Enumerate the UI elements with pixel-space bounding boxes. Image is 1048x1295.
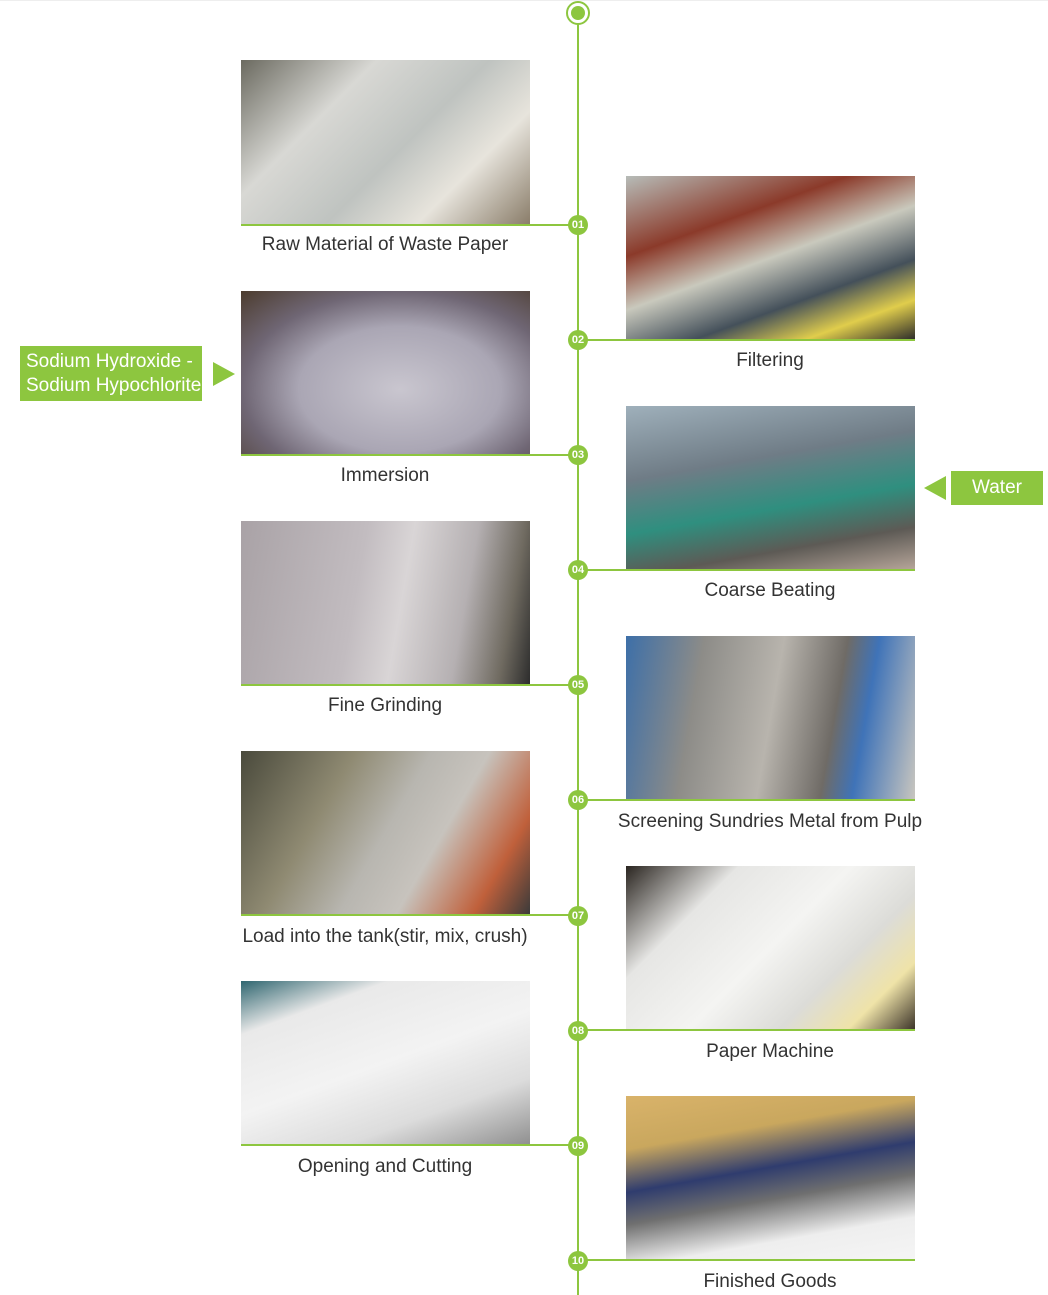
step-caption: Immersion	[340, 465, 430, 486]
connector-line	[241, 1144, 578, 1146]
timeline-spine	[577, 22, 579, 1295]
connector-line	[241, 914, 578, 916]
photo-immersion	[241, 291, 530, 455]
connector-line	[241, 224, 578, 226]
connector-line	[241, 684, 578, 686]
connector-line	[578, 1029, 915, 1031]
step-caption: Paper Machine	[706, 1041, 834, 1062]
step-caption: Finished Goods	[703, 1271, 837, 1292]
step-badge: 05	[568, 675, 588, 695]
top-divider	[0, 0, 1048, 1]
arrow-right-icon	[213, 362, 235, 386]
step-badge: 07	[568, 906, 588, 926]
connector-line	[578, 339, 915, 341]
step-caption: Opening and Cutting	[297, 1156, 473, 1177]
step-caption: Raw Material of Waste Paper	[261, 234, 509, 255]
input-tag-chemicals: Sodium Hydroxide - Sodium Hypochlorite	[20, 346, 202, 401]
step-caption: Screening Sundries Metal from Pulp	[617, 811, 923, 832]
photo-opening-cutting	[241, 981, 530, 1145]
photo-filtering	[626, 176, 915, 340]
step-caption: Load into the tank(stir, mix, crush)	[242, 926, 528, 947]
photo-raw-material	[241, 60, 530, 224]
arrow-left-icon	[924, 476, 946, 500]
step-badge: 09	[568, 1136, 588, 1156]
photo-fine-grinding	[241, 521, 530, 685]
connector-line	[578, 799, 915, 801]
step-badge: 06	[568, 790, 588, 810]
step-badge: 02	[568, 330, 588, 350]
step-caption: Fine Grinding	[327, 695, 443, 716]
input-tag-water: Water	[951, 471, 1043, 505]
photo-screening	[626, 636, 915, 800]
photo-coarse-beating	[626, 406, 915, 570]
photo-paper-machine	[626, 866, 915, 1030]
photo-finished-goods	[626, 1096, 915, 1260]
timeline-start-dot	[566, 1, 590, 25]
input-tag-line1: Sodium Hydroxide -	[26, 351, 193, 372]
input-tag-line2: Sodium Hypochlorite	[26, 375, 202, 396]
photo-load-tank	[241, 751, 530, 915]
connector-line	[578, 1259, 915, 1261]
step-badge: 10	[568, 1251, 588, 1271]
step-badge: 01	[568, 215, 588, 235]
connector-line	[578, 569, 915, 571]
step-badge: 03	[568, 445, 588, 465]
connector-line	[241, 454, 578, 456]
step-badge: 08	[568, 1021, 588, 1041]
step-badge: 04	[568, 560, 588, 580]
step-caption: Filtering	[736, 350, 804, 371]
step-caption: Coarse Beating	[704, 580, 836, 601]
